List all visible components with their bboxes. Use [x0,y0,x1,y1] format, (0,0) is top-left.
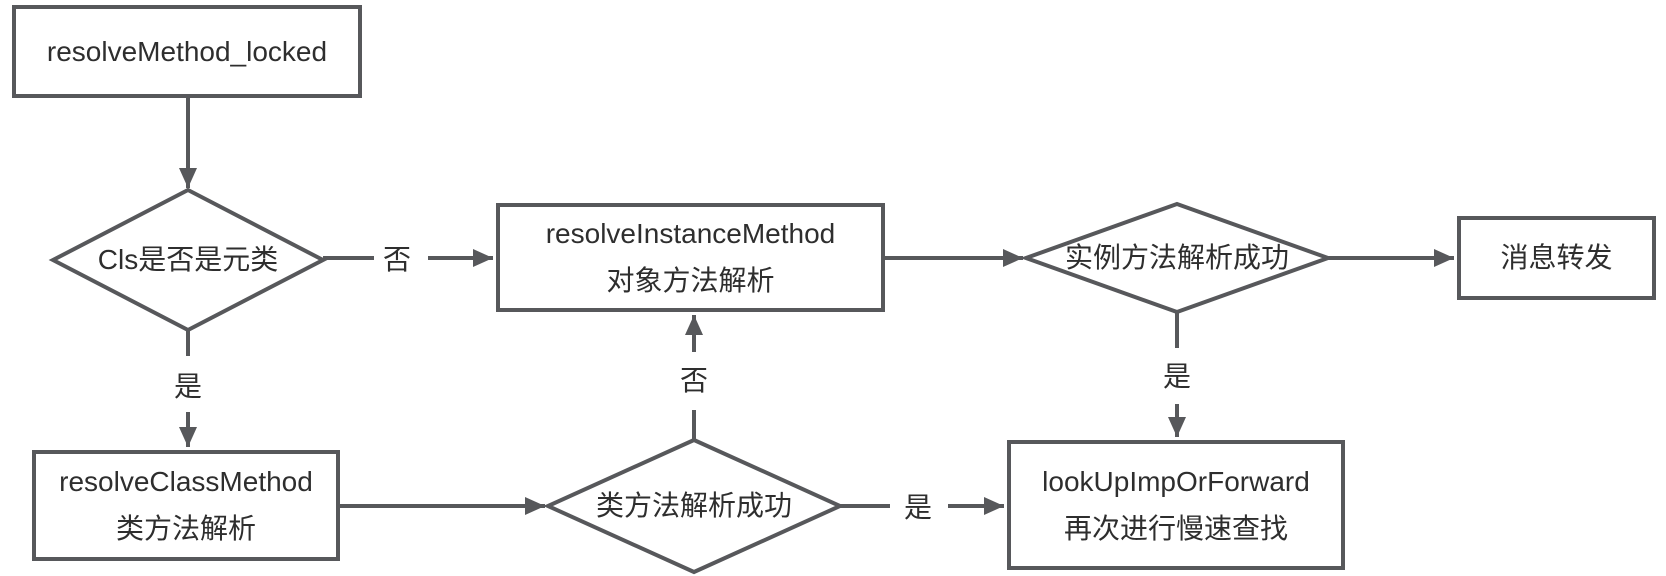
node-label: 实例方法解析成功 [1064,242,1289,274]
edge-label-class-yes: 是 [903,492,932,523]
node-title: resolveInstanceMethod [545,218,836,250]
decision-instance-resolve-success: 实例方法解析成功 [1026,204,1328,312]
process-message-forward: 消息转发 [1457,216,1656,300]
node-label: 类方法解析成功 [595,490,792,522]
node-label: 消息转发 [1500,242,1613,274]
decision-class-resolve-success-shape [543,437,845,575]
node-subtitle: 对象方法解析 [606,265,775,296]
process-lookup-imp-or-forward: lookUpImpOrForward 再次进行慢速查找 [1007,440,1345,570]
node-title: resolveClassMethod [59,466,313,498]
process-resolve-method-locked: resolveMethod_locked [12,5,362,98]
edge-label-cls-yes: 是 [173,371,202,402]
node-label: Cls是否是元类 [97,244,279,276]
edge-label-class-no: 否 [679,365,708,396]
decision-cls-is-metaclass-shape [48,187,328,333]
decision-class-resolve-success: 类方法解析成功 [548,440,840,572]
edge-label-instance-yes: 是 [1162,361,1191,392]
decision-cls-is-metaclass: Cls是否是元类 [53,190,323,330]
edge-label-cls-no: 否 [382,244,411,275]
node-label: resolveMethod_locked [46,35,328,67]
node-subtitle: 类方法解析 [115,513,256,544]
process-resolve-class-method: resolveClassMethod 类方法解析 [32,450,340,561]
node-subtitle: 再次进行慢速查找 [1063,512,1288,544]
decision-instance-resolve-success-shape [1020,201,1334,315]
process-resolve-instance-method: resolveInstanceMethod 对象方法解析 [496,203,885,312]
node-title: lookUpImpOrForward [1042,465,1310,497]
